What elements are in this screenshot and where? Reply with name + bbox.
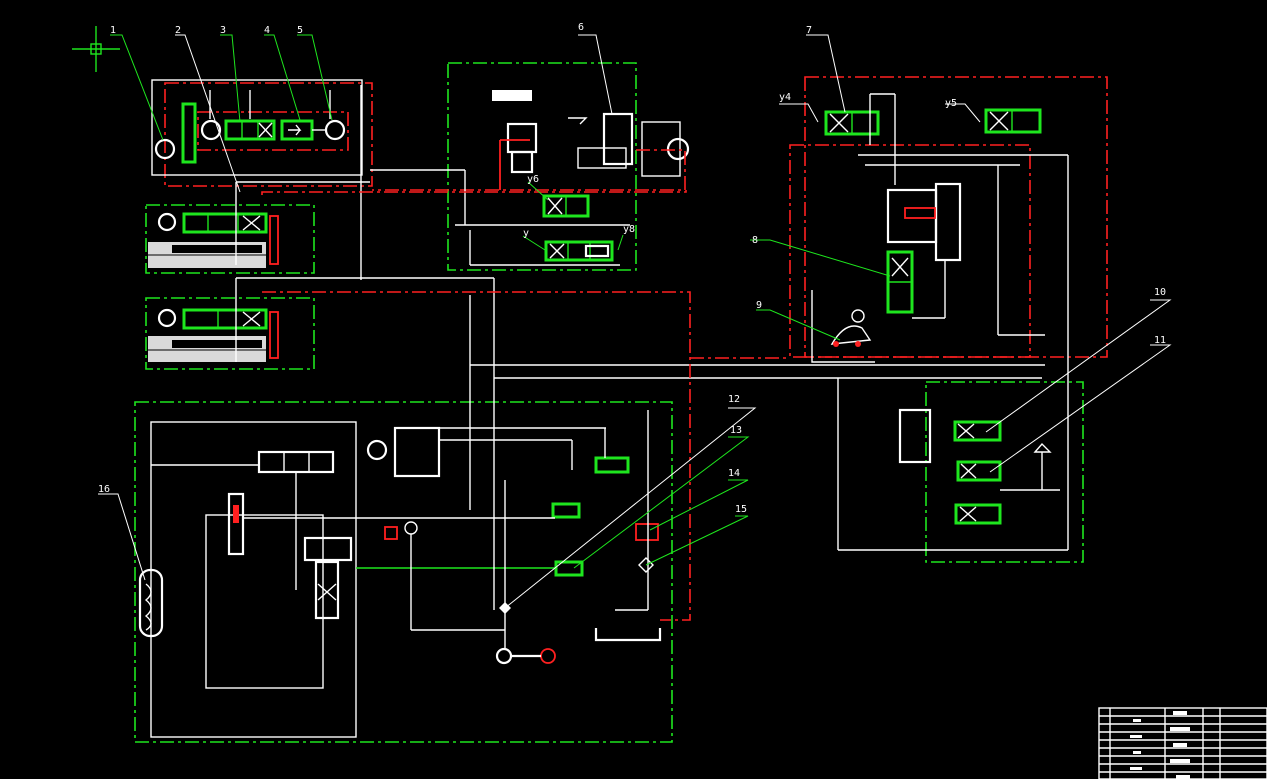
callout-leaders — [98, 34, 1172, 609]
callout-7: 7 — [806, 25, 812, 36]
pump-2-icon — [200, 119, 222, 141]
pipe-network — [235, 85, 1068, 621]
main-group-bottom — [134, 401, 673, 743]
callout-9: 9 — [756, 300, 762, 311]
callout-1: 1 — [110, 25, 116, 36]
callout-4: 4 — [264, 25, 270, 36]
callout-2: 2 — [175, 25, 181, 36]
callout-15: 15 — [735, 504, 747, 515]
callout-8: 8 — [752, 235, 758, 246]
valve-y5 — [984, 108, 1042, 134]
callout-10: 10 — [1154, 287, 1166, 298]
solenoid-y8: y8 — [623, 224, 635, 235]
motor-coupling — [181, 102, 197, 164]
callout-5: 5 — [297, 25, 303, 36]
motor-9 — [830, 325, 872, 345]
control-group-6 — [372, 62, 690, 271]
solenoid-y4: y4 — [779, 92, 791, 103]
accumulator-16 — [138, 568, 164, 638]
actuator-group-a — [145, 204, 315, 274]
callout-11: 11 — [1154, 335, 1166, 346]
valve-group-right — [898, 381, 1084, 563]
callout-3: 3 — [220, 25, 226, 36]
solenoid-y6: y6 — [527, 174, 539, 185]
pump-group-top-left — [151, 79, 373, 187]
callout-12: 12 — [728, 394, 740, 405]
callout-6: 6 — [578, 22, 584, 33]
actuator-group-b — [145, 297, 315, 370]
title-block-table — [1098, 707, 1267, 779]
callout-14: 14 — [728, 468, 740, 479]
callout-13: 13 — [730, 425, 742, 436]
valve-3 — [224, 119, 276, 141]
control-group-7 — [789, 76, 1108, 550]
solenoid-y7: y — [523, 228, 529, 239]
accumulator-6 — [602, 112, 634, 166]
callout-labels: 1 2 3 4 5 6 7 8 9 10 11 12 13 14 15 16 y… — [98, 22, 1166, 515]
pump-5-icon — [324, 119, 346, 141]
pump-1-icon — [154, 138, 176, 160]
solenoid-y5: y5 — [945, 98, 957, 109]
valve-y7-y8 — [544, 240, 614, 262]
callout-16: 16 — [98, 484, 110, 495]
crosshair-icon — [72, 26, 120, 72]
pump-center-icon — [366, 439, 388, 461]
